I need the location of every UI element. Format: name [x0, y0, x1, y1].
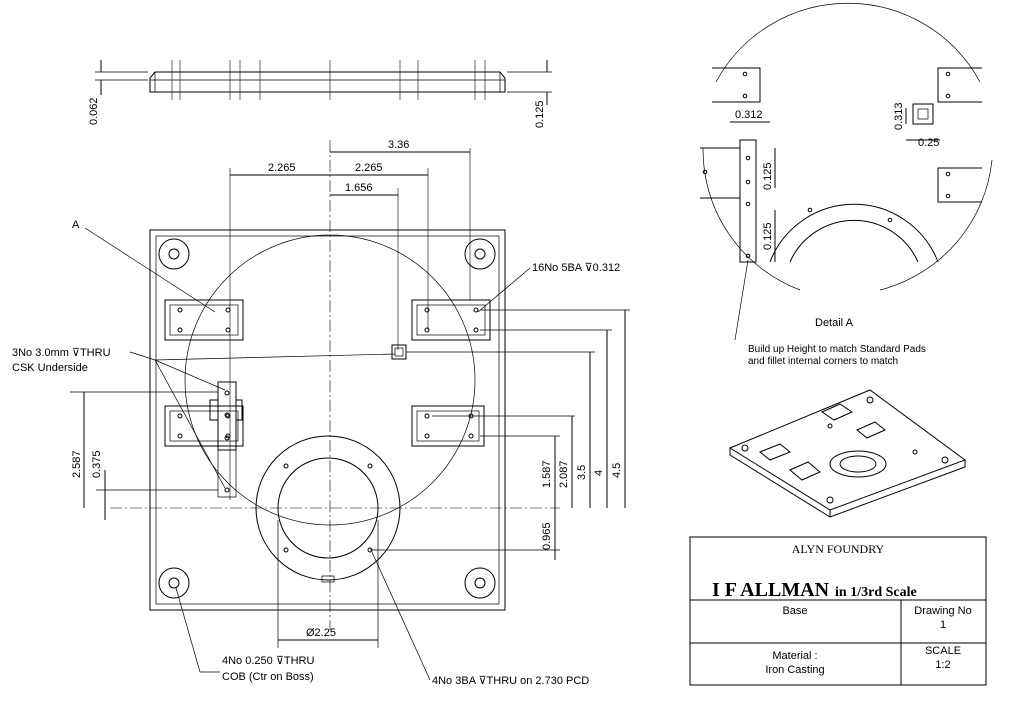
- dim-3-5: 3.5: [576, 465, 588, 480]
- dim-1-587: 1.587: [541, 460, 553, 488]
- side-view: 0.062 0.125: [88, 60, 552, 128]
- corner-boss-br: [464, 567, 496, 599]
- detail-dim-0-312: 0.312: [735, 109, 763, 121]
- callout-5ba-holes: 16No 5BA ⊽0.312: [532, 262, 620, 274]
- dim-4: 4: [593, 470, 605, 476]
- project-title: I F ALLMAN in 1/3rd Scale: [712, 579, 917, 601]
- project-sub: in 1/3rd Scale: [835, 585, 917, 600]
- dim-0-965: 0.965: [541, 522, 553, 550]
- dim-2-087: 2.087: [558, 460, 570, 488]
- dim-4-5: 4.5: [611, 463, 623, 478]
- dim-0-062: 0.062: [88, 97, 100, 125]
- drawing-no: 1: [940, 619, 946, 631]
- dim-2-265-left: 2.265: [268, 162, 296, 174]
- dim-3-36: 3.36: [388, 139, 409, 151]
- material-label: Material :: [772, 650, 817, 662]
- dim-0-375: 0.375: [91, 450, 103, 478]
- pad-upper-left: [164, 299, 244, 341]
- detail-note-2: and fillet internal corners to match: [748, 356, 898, 367]
- pad-upper-right: [411, 299, 491, 341]
- small-boss: [391, 344, 407, 360]
- material-value: Iron Casting: [765, 664, 824, 676]
- dim-dia-2-25: Ø2.25: [306, 627, 336, 639]
- label-view-a: A: [72, 219, 80, 231]
- callout-cob-1: 4No 0.250 ⊽THRU: [222, 655, 314, 667]
- dim-1-656: 1.656: [345, 182, 373, 194]
- detail-dim-0-125-b: 0.125: [762, 222, 774, 250]
- project-main: I F ALLMAN: [712, 579, 830, 601]
- detail-a: 0.312 0.313 0.25 0.125 0.125 Detail A Bu…: [700, 2, 993, 367]
- scale-value: 1:2: [935, 659, 950, 671]
- plan-view: 3.36 2.265 2.265 1.656 2.587 0.375 1.587…: [12, 139, 630, 687]
- isometric-view: [728, 389, 967, 518]
- detail-label: Detail A: [815, 317, 854, 329]
- callout-3ba-holes: 4No 3BA ⊽THRU on 2.730 PCD: [432, 675, 589, 687]
- corner-boss-bl: [158, 567, 190, 599]
- company-name: ALYN FOUNDRY: [792, 542, 885, 556]
- callout-csk-2: CSK Underside: [12, 362, 88, 374]
- central-boss: [255, 435, 401, 583]
- corner-boss-tr: [464, 238, 496, 270]
- pad-lower-right: [411, 405, 485, 447]
- pad-lower-left: [164, 405, 244, 447]
- drawing-no-label: Drawing No: [914, 605, 971, 617]
- detail-dim-0-25: 0.25: [918, 137, 939, 149]
- dim-0-125: 0.125: [534, 100, 546, 128]
- dim-2-265-right: 2.265: [355, 162, 383, 174]
- corner-boss-tl: [158, 238, 190, 270]
- dim-2-587: 2.587: [71, 450, 83, 478]
- callout-csk-1: 3No 3.0mm ⊽THRU: [12, 347, 111, 359]
- title-block: ALYN FOUNDRY I F ALLMAN in 1/3rd Scale Ba…: [689, 536, 987, 686]
- detail-note-1: Build up Height to match Standard Pads: [748, 344, 926, 355]
- callout-cob-2: COB (Ctr on Boss): [222, 671, 314, 683]
- scale-label: SCALE: [925, 645, 961, 657]
- detail-dim-0-125-a: 0.125: [762, 162, 774, 190]
- detail-dim-0-313: 0.313: [893, 102, 905, 130]
- part-name: Base: [782, 605, 807, 617]
